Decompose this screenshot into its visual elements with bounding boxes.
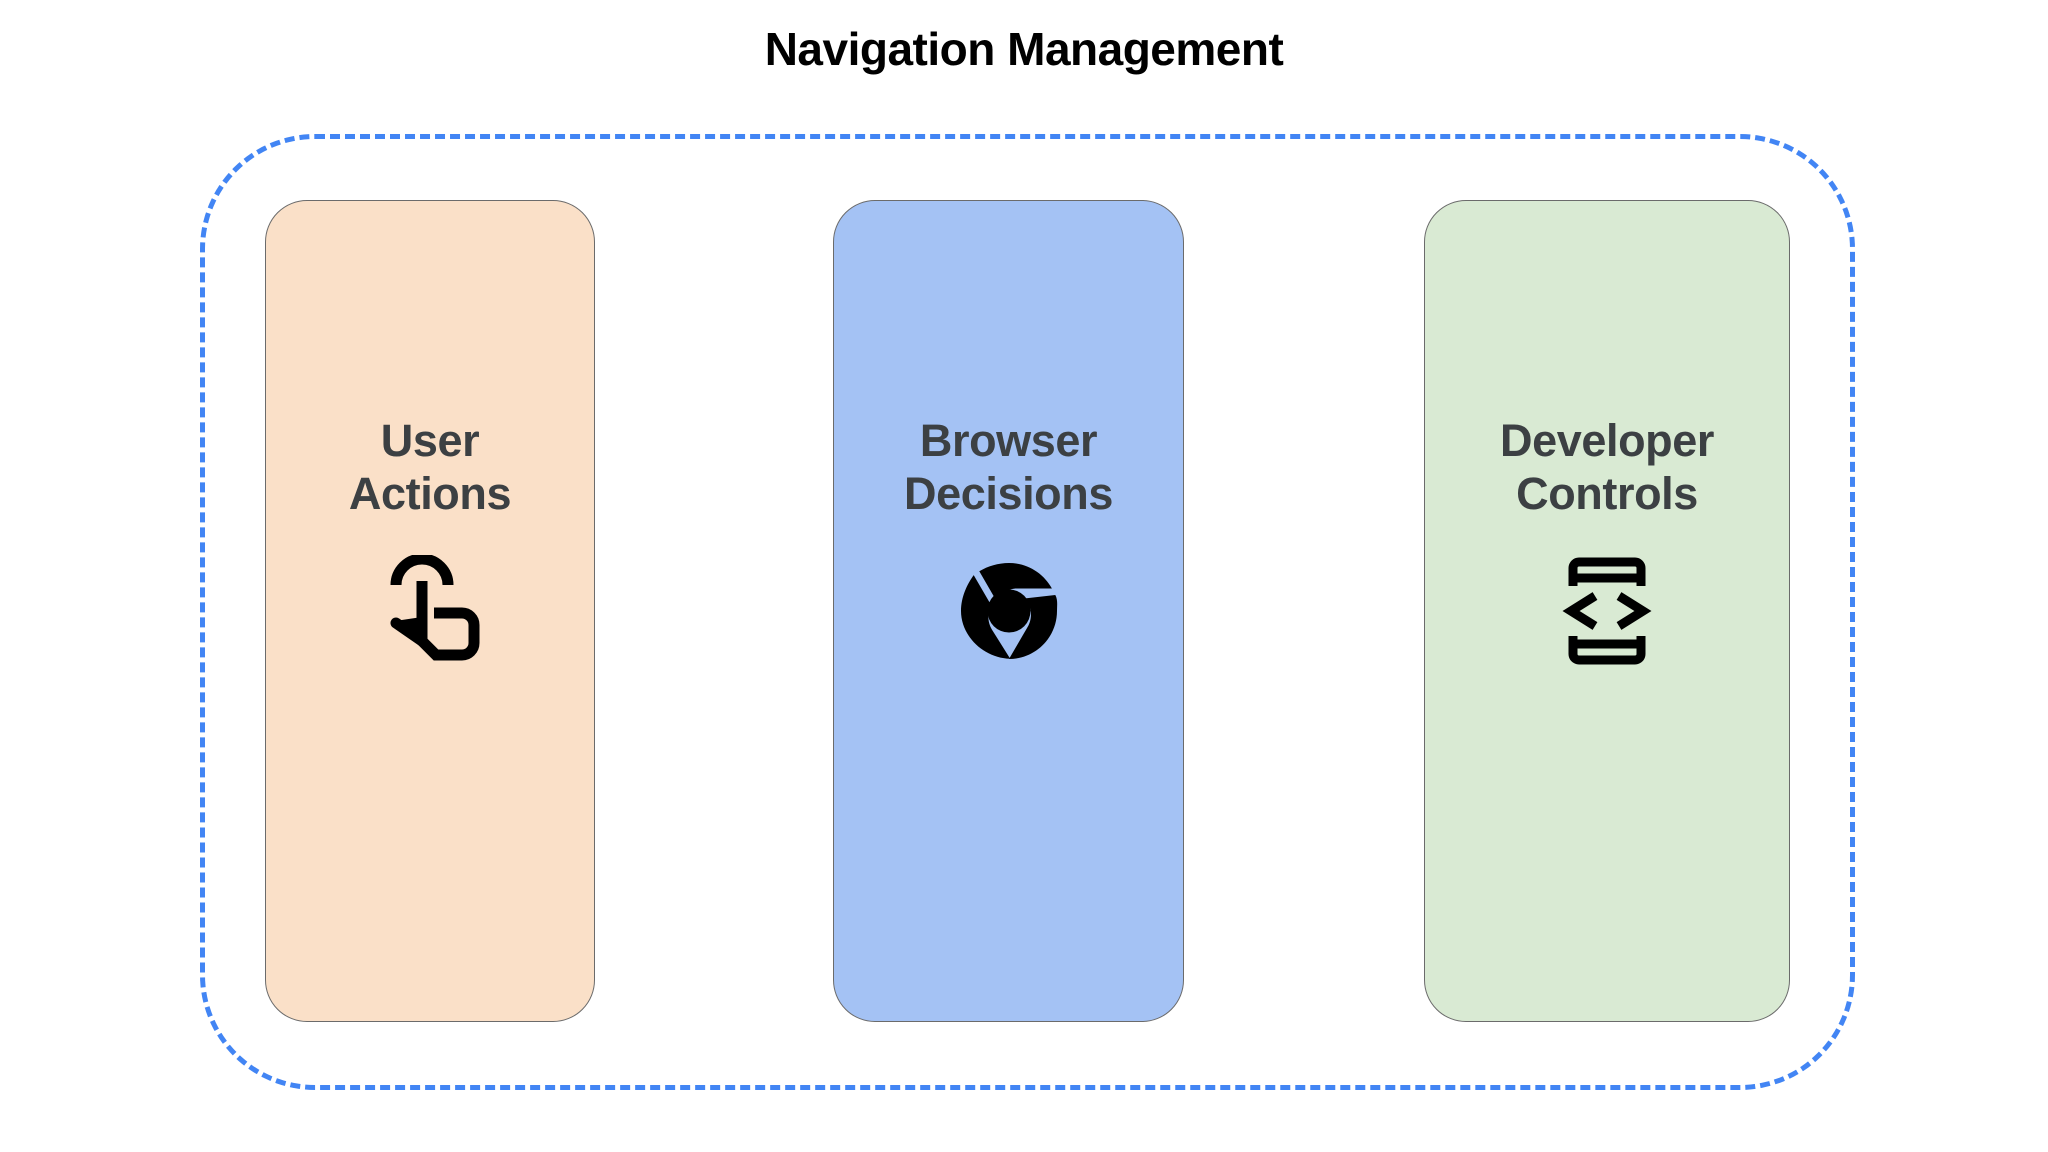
developer-mode-icon — [1552, 556, 1662, 666]
chrome-browser-icon — [954, 556, 1064, 666]
page-title: Navigation Management — [764, 23, 1284, 75]
navigation-management-group-container — [200, 134, 1855, 1090]
card-browser-decisions[interactable]: Browser Decisions — [833, 200, 1184, 1022]
card-label-user-actions: User Actions — [348, 415, 512, 520]
card-user-actions[interactable]: User Actions — [265, 200, 595, 1022]
card-label-developer-controls: Developer Controls — [1500, 415, 1714, 520]
card-developer-controls[interactable]: Developer Controls — [1424, 200, 1790, 1022]
card-label-browser-decisions: Browser Decisions — [904, 415, 1113, 520]
touch-gesture-icon — [375, 555, 485, 666]
